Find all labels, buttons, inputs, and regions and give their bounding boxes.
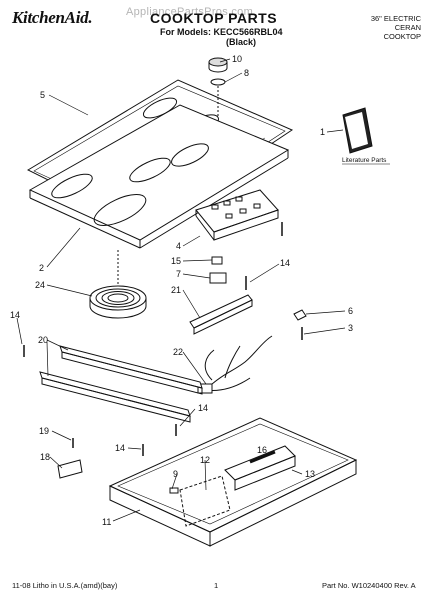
page-title: COOKTOP PARTS [150,10,278,26]
knob-part [208,57,228,118]
callout-12: 12 [200,455,210,465]
watermark: AppliancePartsPros.com [126,6,254,18]
side-rails [23,345,203,423]
callout-5: 5 [40,90,45,100]
callout-10: 10 [232,54,242,64]
part-15 [211,256,223,265]
control-board [195,189,279,241]
wire-harness [197,335,273,394]
callout-3: 3 [348,323,353,333]
callout-22: 22 [173,347,183,357]
callout-14: 14 [10,310,20,320]
callout-4: 4 [176,241,181,251]
callout-16: 16 [257,445,267,455]
callout-2: 2 [39,263,44,273]
literature-label: Literature Parts [342,157,387,164]
radiant-element [89,250,147,319]
callout-14: 14 [115,443,125,453]
callout-8: 8 [244,68,249,78]
callout-7: 7 [176,269,181,279]
footer-litho: 11-08 Litho in U.S.A.(amd)(bay) [12,581,118,590]
callout-13: 13 [305,469,315,479]
burner-box [28,104,290,249]
callout-9: 9 [173,469,178,479]
models-line: For Models: KECC566RBL04 [160,27,283,37]
color-line: (Black) [226,37,257,47]
leader-lines [16,58,346,522]
spec-line: COOKTOP [383,32,421,41]
footer-page-number: 1 [214,581,219,590]
bracket-21 [189,294,253,335]
part-7-relay [209,272,227,284]
callout-20: 20 [38,335,48,345]
spec-line: CERAN [394,23,421,32]
clip-6 [293,309,307,321]
callout-14: 14 [198,403,208,413]
spec-line: 36" ELECTRIC [370,14,421,23]
spec-block: 36" ELECTRIC CERAN COOKTOP [371,14,421,41]
footer-part-number: Part No. W10240400 Rev. A [322,581,416,590]
callout-6: 6 [348,306,353,316]
callout-14: 14 [280,258,290,268]
callout-24: 24 [35,280,45,290]
callout-1: 1 [320,127,325,137]
bottom-box [108,417,358,547]
callout-11: 11 [102,517,111,527]
literature-booklet [342,107,373,154]
callout-19: 19 [39,426,49,436]
callout-15: 15 [171,256,181,266]
brand-logo: KitchenAid. [12,8,93,27]
callout-18: 18 [40,452,50,462]
bracket-18 [57,459,83,479]
callout-21: 21 [171,285,181,295]
